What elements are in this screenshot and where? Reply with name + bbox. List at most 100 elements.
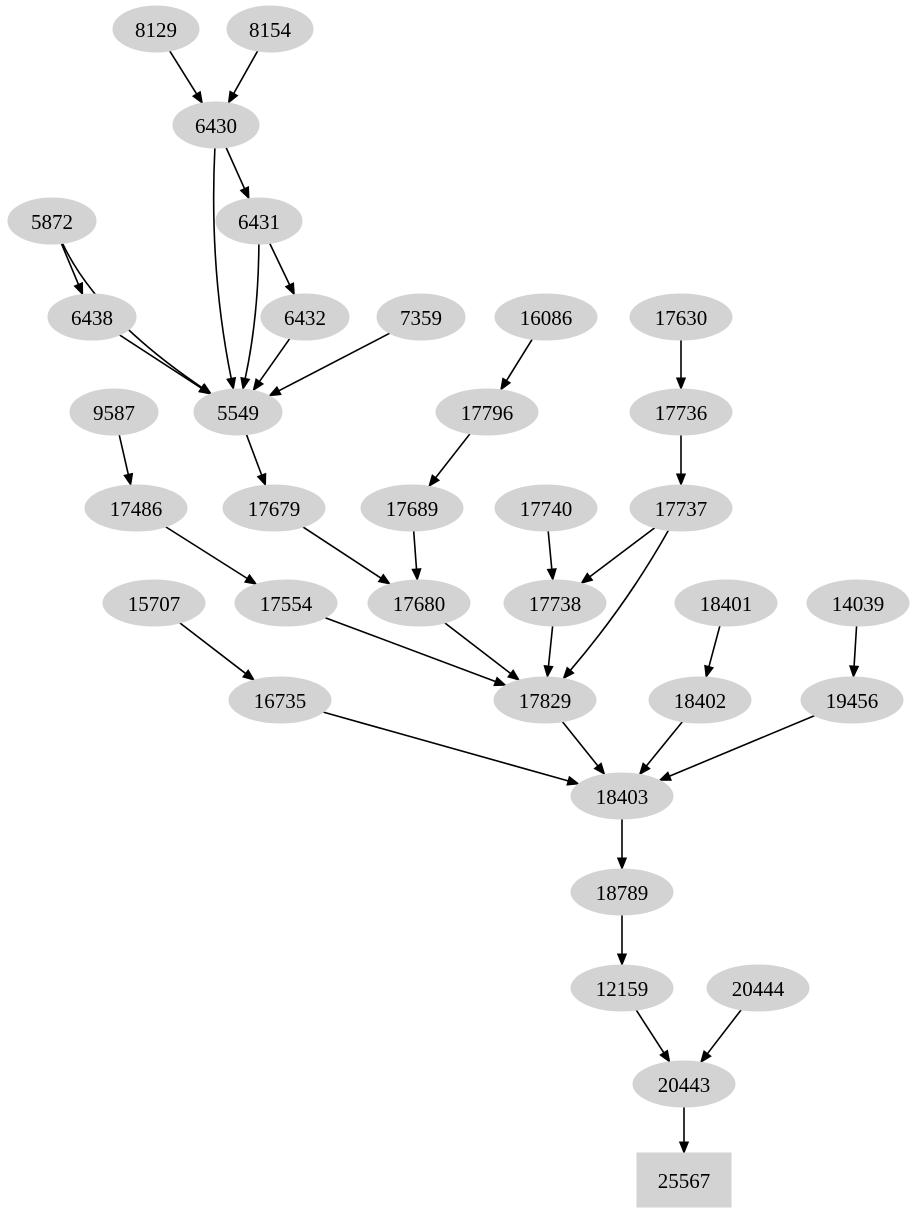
node-ellipse-shape[interactable] [367, 579, 471, 627]
node-ellipse-shape[interactable] [215, 197, 303, 245]
edge-arrowhead-icon [849, 665, 860, 679]
graph-edge [547, 530, 553, 570]
edge-arrowhead-icon [546, 568, 557, 582]
graph-edge [669, 714, 815, 777]
node-ellipse-shape[interactable] [222, 484, 326, 532]
graph-node[interactable]: 5549 [193, 388, 283, 436]
node-ellipse-shape[interactable] [435, 388, 539, 436]
node-ellipse-shape[interactable] [7, 197, 97, 245]
node-ellipse-shape[interactable] [260, 293, 350, 341]
node-ellipse-shape[interactable] [629, 293, 733, 341]
node-ellipse-shape[interactable] [629, 388, 733, 436]
graph-node[interactable]: 17737 [629, 484, 733, 532]
graph-node[interactable]: 17796 [435, 388, 539, 436]
graph-node[interactable]: 14039 [806, 579, 910, 627]
graph-node[interactable]: 6432 [260, 293, 350, 341]
graph-node[interactable]: 18401 [674, 579, 778, 627]
node-ellipse-shape[interactable] [632, 1060, 736, 1108]
edge-arrowhead-icon [226, 376, 237, 391]
graph-node[interactable]: 8154 [226, 5, 314, 53]
node-ellipse-shape[interactable] [47, 293, 137, 341]
edge-arrowhead-icon [566, 775, 580, 786]
node-ellipse-shape[interactable] [360, 484, 464, 532]
graph-edge [645, 721, 684, 767]
graph-edge [168, 50, 198, 95]
node-ellipse-shape[interactable] [570, 772, 674, 820]
graph-node[interactable]: 17679 [222, 484, 326, 532]
graph-node[interactable]: 5872 [7, 197, 97, 245]
edge-arrowhead-icon [123, 472, 134, 487]
node-ellipse-shape[interactable] [706, 964, 810, 1012]
graph-node[interactable]: 17680 [367, 579, 471, 627]
graph-edge [323, 711, 569, 782]
graph-edge [233, 50, 259, 94]
node-ellipse-shape[interactable] [226, 5, 314, 53]
graph-node[interactable]: 18789 [570, 868, 674, 916]
graph-edge [635, 1009, 665, 1054]
graph-node[interactable]: 20443 [632, 1060, 736, 1108]
graph-edge [278, 332, 391, 392]
graph-node[interactable]: 7359 [376, 293, 466, 341]
node-ellipse-shape[interactable] [503, 579, 607, 627]
graph-node[interactable]: 12159 [570, 964, 674, 1012]
node-ellipse-shape[interactable] [629, 484, 733, 532]
graph-node[interactable]: 17486 [84, 484, 188, 532]
node-ellipse-shape[interactable] [800, 676, 904, 724]
graph-node[interactable]: 17829 [493, 676, 597, 724]
edge-arrowhead-icon [197, 383, 212, 395]
node-ellipse-shape[interactable] [172, 101, 260, 149]
graph-node[interactable]: 16086 [494, 293, 598, 341]
node-ellipse-shape[interactable] [228, 676, 332, 724]
node-ellipse-shape[interactable] [674, 579, 778, 627]
graph-edge [324, 616, 496, 683]
node-ellipse-shape[interactable] [193, 388, 283, 436]
node-ellipse-shape[interactable] [806, 579, 910, 627]
node-ellipse-shape[interactable] [69, 388, 159, 436]
edge-arrowhead-icon [428, 474, 441, 488]
node-ellipse-shape[interactable] [102, 579, 206, 627]
node-ellipse-shape[interactable] [84, 484, 188, 532]
graph-edge [505, 338, 533, 381]
node-ellipse-shape[interactable] [570, 868, 674, 916]
node-ellipse-shape[interactable] [376, 293, 466, 341]
graph-node[interactable]: 25567 [636, 1152, 732, 1208]
graph-node[interactable]: 16735 [228, 676, 332, 724]
graph-edge [244, 243, 260, 379]
graph-node[interactable]: 18402 [648, 676, 752, 724]
graph-node[interactable]: 8129 [112, 5, 200, 53]
edge-arrowhead-icon [240, 376, 251, 391]
edge-arrowhead-icon [562, 666, 575, 680]
node-ellipse-shape[interactable] [234, 579, 338, 627]
node-ellipse-shape[interactable] [494, 484, 598, 532]
graph-node[interactable]: 6430 [172, 101, 260, 149]
graph-node[interactable]: 17554 [234, 579, 338, 627]
graph-edge [212, 147, 232, 379]
edge-arrowhead-icon [506, 669, 521, 681]
node-box-shape[interactable] [636, 1152, 732, 1208]
node-ellipse-shape[interactable] [648, 676, 752, 724]
graph-edge [225, 147, 246, 189]
graph-node[interactable]: 6438 [47, 293, 137, 341]
graph-edge [412, 530, 418, 570]
graph-edge [118, 434, 130, 475]
graph-node[interactable]: 17738 [503, 579, 607, 627]
graph-node[interactable]: 20444 [706, 964, 810, 1012]
graph-node[interactable]: 18403 [570, 772, 674, 820]
edge-arrowhead-icon [678, 1141, 690, 1155]
graph-node[interactable]: 19456 [800, 676, 904, 724]
graph-node[interactable]: 9587 [69, 388, 159, 436]
node-ellipse-shape[interactable] [570, 964, 674, 1012]
edge-arrowhead-icon [284, 282, 295, 296]
edge-arrowhead-icon [268, 385, 282, 397]
graph-node[interactable]: 17689 [360, 484, 464, 532]
edge-arrowhead-icon [243, 573, 258, 585]
node-ellipse-shape[interactable] [112, 5, 200, 53]
graph-edge [706, 1009, 742, 1055]
graph-node[interactable]: 17736 [629, 388, 733, 436]
graph-node[interactable]: 17630 [629, 293, 733, 341]
graph-node[interactable]: 15707 [102, 579, 206, 627]
node-ellipse-shape[interactable] [493, 676, 597, 724]
graph-node[interactable]: 17740 [494, 484, 598, 532]
node-ellipse-shape[interactable] [494, 293, 598, 341]
graph-node[interactable]: 6431 [215, 197, 303, 245]
